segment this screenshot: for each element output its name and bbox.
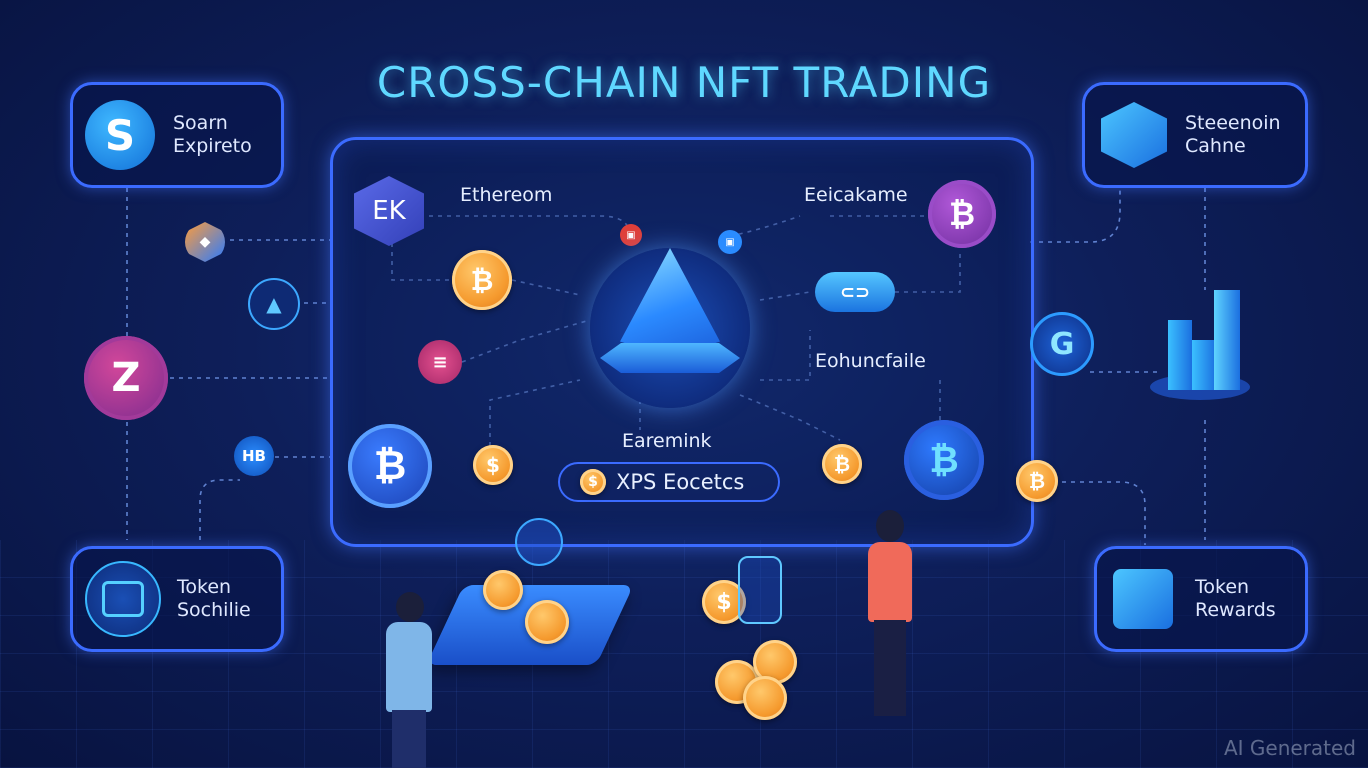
card-bottom-right-line2: Rewards — [1195, 599, 1276, 621]
token-box-icon — [85, 561, 161, 637]
card-bottom-right: Token Rewards — [1094, 546, 1308, 652]
nft-card-icon — [738, 556, 782, 624]
xps-pill-text: XPS Eocetcs — [616, 470, 745, 494]
red-node-icon: ▣ — [620, 224, 642, 246]
s-logo-icon: S — [85, 100, 155, 170]
bar-chart-icon — [1150, 290, 1260, 420]
page-title: CROSS-CHAIN NFT TRADING — [376, 58, 992, 107]
card-top-left-line2: Expireto — [173, 135, 252, 157]
blue-node-icon: ▣ — [718, 230, 742, 254]
watermark: AI Generated — [1223, 736, 1356, 760]
link-chain-icon: ⊂⊃ — [815, 272, 895, 312]
zk-badge: Z — [84, 336, 168, 420]
card-bottom-left: Token Sochilie — [70, 546, 284, 652]
ethereum-small-icon: ▲ — [248, 278, 300, 330]
label-earemink: Earemink — [622, 430, 712, 452]
bitcoin-purple-badge: ₿ — [928, 180, 996, 248]
xps-pill[interactable]: $ XPS Eocetcs — [558, 462, 780, 502]
globe-icon — [515, 518, 563, 566]
card-top-left-line1: Soarn — [173, 112, 228, 134]
bitcoin-coin-right: ₿ — [1016, 460, 1058, 502]
coin-stack-left — [483, 570, 523, 610]
card-top-right: Steeenoin Cahne — [1082, 82, 1308, 188]
dollar-coin-left: $ — [473, 445, 513, 485]
card-top-right-line1: Steeenoin — [1185, 112, 1281, 134]
card-bottom-left-line1: Token — [177, 576, 232, 598]
person-right — [850, 510, 920, 720]
card-bottom-left-line2: Sochilie — [177, 599, 251, 621]
hb-badge: HB — [234, 436, 274, 476]
rewards-cube-icon — [1113, 569, 1173, 629]
ethereum-crystal-icon — [590, 248, 750, 408]
label-eeicakame: Eeicakame — [804, 184, 908, 206]
bitcoin-blue-badge: ₿ — [348, 424, 432, 508]
magenta-token-icon: ≡ — [418, 340, 462, 384]
label-ethereum: Ethereom — [460, 184, 553, 206]
coin-stack-mid — [525, 600, 569, 644]
ek-badge: EK — [354, 176, 424, 246]
card-top-left: S Soarn Expireto — [70, 82, 284, 188]
person-left — [378, 592, 448, 768]
card-bottom-right-line1: Token — [1195, 576, 1250, 598]
g-logo-icon: G — [1030, 312, 1094, 376]
cube-icon — [1101, 102, 1167, 168]
shield-badge-icon: ◆ — [185, 222, 225, 262]
bitcoin-coin-icon: ₿ — [452, 250, 512, 310]
card-top-right-line2: Cahne — [1185, 135, 1246, 157]
bitcoin-coin-small: ₿ — [822, 444, 862, 484]
coin-stack-right — [715, 630, 810, 720]
label-eohuncfaile: Eohuncfaile — [815, 350, 926, 372]
gear-bitcoin-badge: ₿ — [904, 420, 984, 500]
dollar-coin-icon: $ — [580, 469, 606, 495]
